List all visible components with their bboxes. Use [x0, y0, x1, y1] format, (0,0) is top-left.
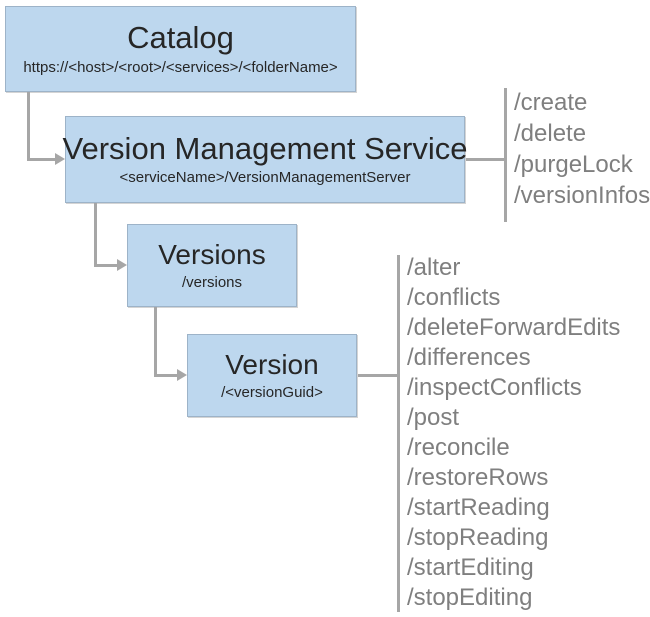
operation-item: /inspectConflicts — [407, 374, 582, 401]
node-vms-title: Version Management Service — [62, 130, 468, 166]
connector-vms-ops — [466, 158, 504, 161]
node-catalog: Catalog https://<host>/<root>/<services>… — [5, 6, 356, 92]
arrowhead-icon — [55, 153, 65, 165]
operation-item: /conflicts — [407, 284, 501, 311]
operation-item: /stopEditing — [407, 584, 533, 611]
operation-item: /deleteForwardEdits — [407, 314, 621, 341]
operation-item: /restoreRows — [407, 464, 549, 491]
operation-item: /alter — [407, 254, 461, 281]
node-version: Version /<versionGuid> — [187, 334, 357, 417]
node-catalog-title: Catalog — [127, 20, 234, 56]
operation-item: /stopReading — [407, 524, 549, 551]
vms-operations-list: /create/delete/purgeLock/versionInfos — [514, 87, 650, 211]
connector-vms-versions-horizontal — [94, 264, 118, 267]
operation-item: /post — [407, 404, 460, 431]
operation-item: /startEditing — [407, 554, 534, 581]
node-versions-path: /versions — [181, 273, 243, 291]
operation-item: /startReading — [407, 494, 550, 521]
operation-item: /differences — [407, 344, 531, 371]
operation-item: /create — [514, 89, 588, 116]
node-versions-title: Versions — [158, 239, 266, 271]
ops-vms-rule — [504, 88, 507, 222]
connector-vms-versions-vertical — [94, 203, 97, 267]
arrowhead-icon — [177, 369, 187, 381]
connector-catalog-vms-vertical — [27, 92, 30, 161]
ops-version-rule — [397, 255, 400, 612]
operation-item: /delete — [514, 120, 587, 147]
connector-version-ops — [358, 374, 397, 377]
connector-catalog-vms-horizontal — [27, 158, 55, 161]
node-version-title: Version — [225, 349, 319, 381]
version-operations-list: /alter/conflicts/deleteForwardEdits/diff… — [407, 253, 620, 613]
operation-item: /reconcile — [407, 434, 510, 461]
operation-item: /versionInfos — [514, 182, 650, 209]
arrowhead-icon — [117, 259, 127, 271]
node-vms-path: <serviceName>/VersionManagementServer — [119, 169, 411, 187]
node-version-management-service: Version Management Service <serviceName>… — [62, 116, 468, 203]
node-catalog-url: https://<host>/<root>/<services>/<folder… — [23, 58, 338, 76]
node-versions: Versions /versions — [127, 224, 297, 307]
node-version-path: /<versionGuid> — [221, 383, 323, 401]
connector-versions-version-vertical — [154, 307, 157, 377]
operation-item: /purgeLock — [514, 151, 633, 178]
connector-versions-version-horizontal — [154, 374, 178, 377]
